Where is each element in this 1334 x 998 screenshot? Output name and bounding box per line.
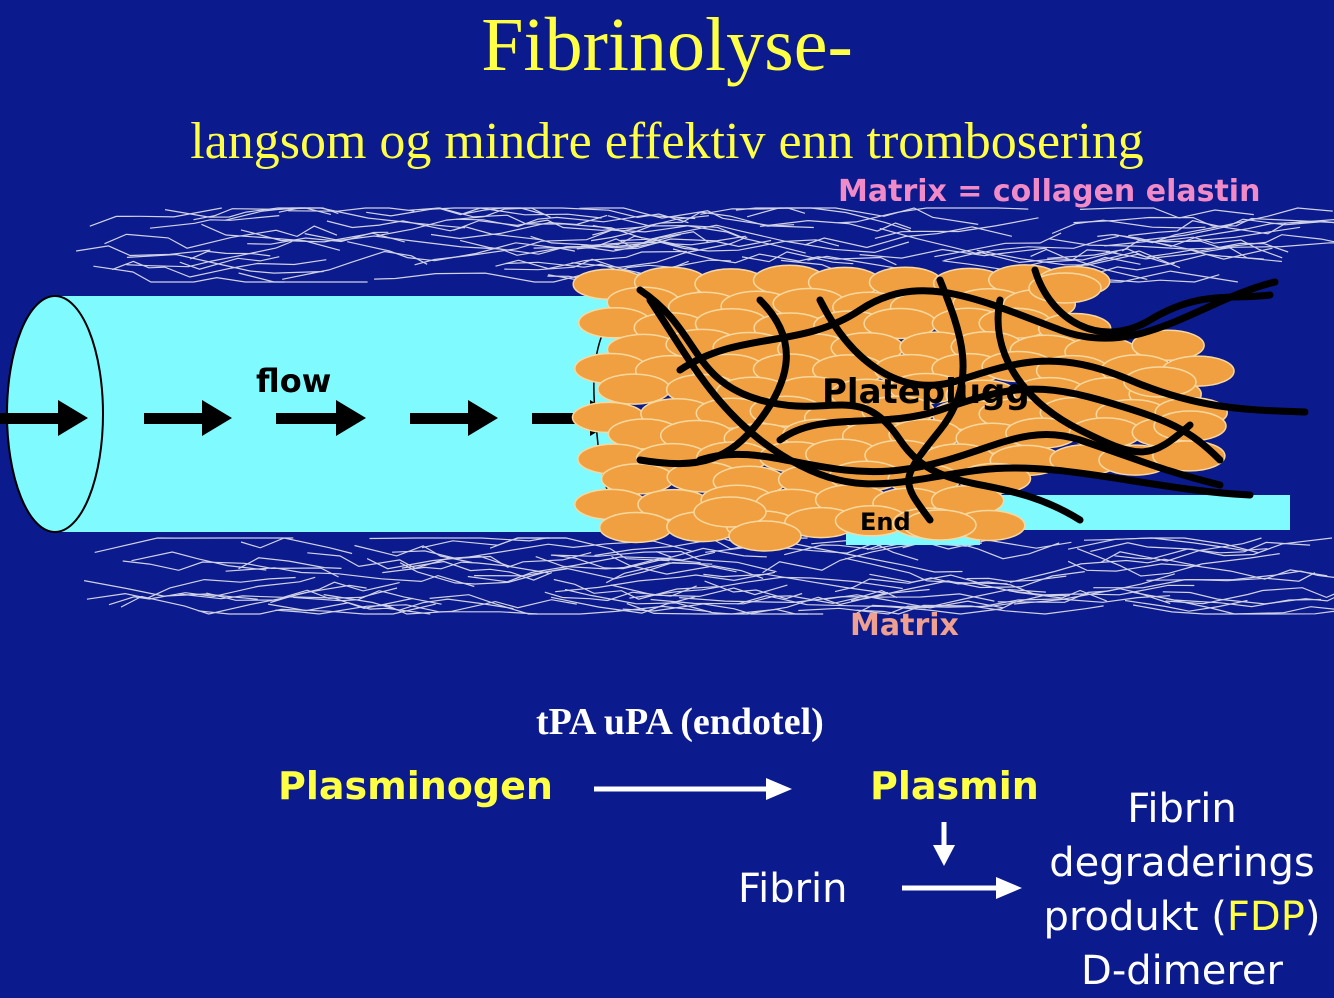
matrix-fibers-bottom (84, 538, 1334, 614)
platelet (598, 374, 670, 404)
matrix-fiber (241, 538, 352, 554)
matrix-fiber (84, 581, 258, 600)
platelet (904, 510, 976, 540)
matrix-fiber (123, 561, 339, 577)
matrix-fiber (1068, 561, 1327, 579)
product-line-3: produkt (FDP) (1030, 890, 1334, 944)
matrix-fiber (90, 208, 222, 226)
matrix-fiber (608, 216, 806, 253)
matrix-fiber (127, 255, 324, 274)
matrix-fiber (282, 252, 427, 280)
enzymes-label: tPA uPA (endotel) (536, 700, 824, 744)
plasminogen-to-plasmin-arrow (594, 778, 792, 800)
fdp-abbreviation: FDP (1227, 894, 1305, 940)
matrix-fiber (880, 228, 1119, 253)
product-line-3-prefix: produkt ( (1044, 894, 1227, 940)
matrix-fiber (545, 586, 697, 601)
flow-arrow-shaft (410, 413, 474, 424)
fdp-product-block: Fibrin degraderings produkt (FDP) D-dime… (1030, 782, 1334, 998)
matrix-fiber (1146, 573, 1315, 582)
fibrin-label: Fibrin (738, 866, 848, 912)
plasmin-label: Plasmin (870, 764, 1039, 808)
flow-arrow-shaft (0, 413, 64, 424)
matrix-fiber (1093, 571, 1334, 588)
matrix-fiber (1114, 208, 1333, 243)
flow-arrow-shaft (144, 413, 208, 424)
matrix-fibers-top (76, 208, 1334, 282)
matrix-fiber (239, 273, 368, 282)
matrix-fiber (95, 538, 294, 552)
matrix-fiber (837, 208, 1028, 223)
endothelium-label: End (860, 508, 911, 536)
matrix-fiber (934, 233, 1061, 257)
matrix-fiber (225, 208, 338, 220)
page-title: Fibrinolyse- (0, 2, 1334, 89)
matrix-fiber (474, 563, 712, 579)
plateplugg-label: Plateplugg (822, 372, 1030, 412)
platelet (600, 513, 672, 543)
matrix-fiber (112, 260, 326, 277)
matrix-fiber (1009, 585, 1195, 595)
matrix-bottom-label: Matrix (850, 608, 959, 643)
product-line-4: D-dimerer (1030, 944, 1334, 998)
product-line-2: degraderings (1030, 836, 1334, 890)
matrix-fiber (400, 563, 567, 584)
flow-arrow-shaft (276, 413, 342, 424)
platelet (729, 521, 801, 551)
flow-label: flow (256, 362, 331, 400)
plasminogen-label: Plasminogen (278, 764, 553, 808)
product-line-1: Fibrin (1030, 782, 1334, 836)
matrix-fiber (239, 558, 342, 569)
page-subtitle: langsom og mindre effektiv enn tromboser… (0, 112, 1334, 171)
matrix-fiber (105, 226, 338, 248)
matrix-fiber (422, 538, 550, 548)
matrix-fiber (998, 574, 1175, 603)
product-line-3-suffix: ) (1305, 894, 1321, 940)
matrix-fiber (121, 597, 413, 615)
fibrin-to-fdp-arrow (902, 877, 1022, 899)
matrix-top-label: Matrix = collagen elastin (838, 174, 1260, 209)
matrix-fiber (611, 585, 788, 596)
matrix-fiber (1080, 208, 1254, 218)
matrix-fiber (132, 552, 267, 570)
matrix-fiber (355, 546, 473, 563)
matrix-fiber (700, 208, 805, 214)
matrix-fiber (126, 242, 292, 267)
plasmin-down-arrow (933, 822, 955, 866)
matrix-fiber (93, 266, 284, 282)
